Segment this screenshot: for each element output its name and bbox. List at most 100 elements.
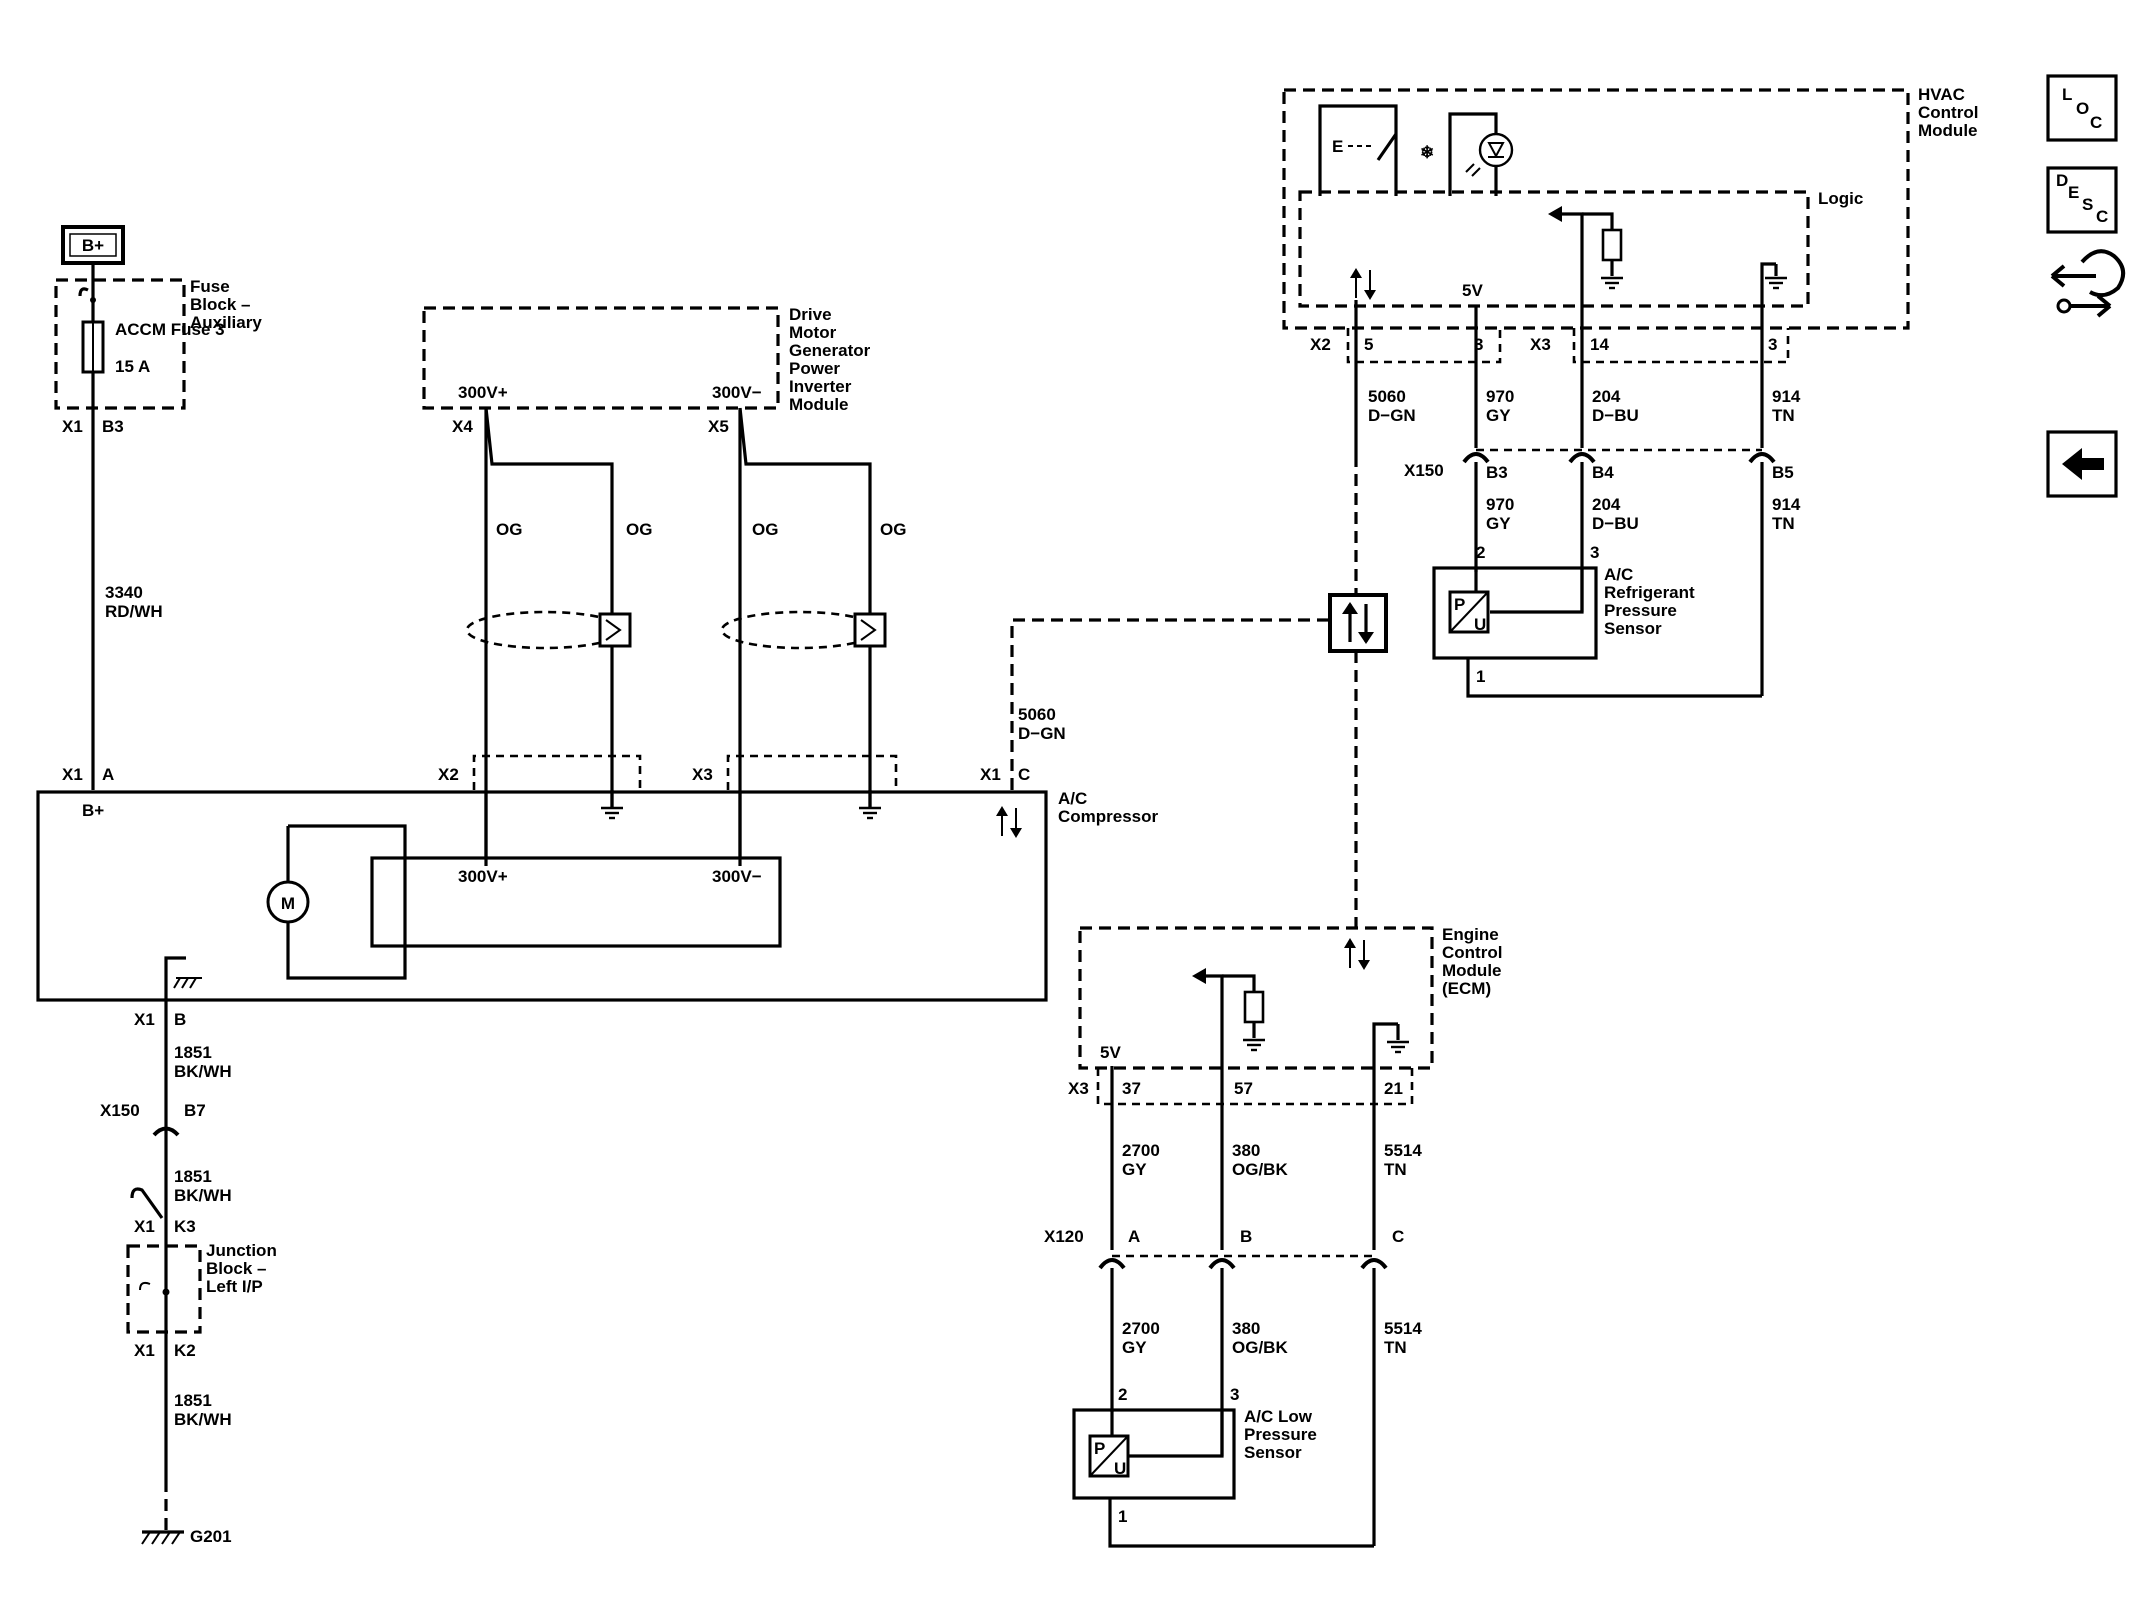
svg-text:BK/WH: BK/WH (174, 1410, 232, 1429)
svg-text:914: 914 (1772, 495, 1801, 514)
svg-text:GY: GY (1486, 406, 1511, 425)
svg-text:X150: X150 (100, 1101, 140, 1120)
svg-text:GY: GY (1122, 1338, 1147, 1357)
ground-g201: G201 (141, 1527, 232, 1546)
svg-text:1: 1 (1118, 1507, 1127, 1526)
svg-text:380: 380 (1232, 1141, 1260, 1160)
svg-text:B: B (1240, 1227, 1252, 1246)
svg-text:X1: X1 (134, 1010, 155, 1029)
svg-text:5514: 5514 (1384, 1319, 1422, 1338)
svg-text:D−GN: D−GN (1018, 724, 1066, 743)
svg-text:X120: X120 (1044, 1227, 1084, 1246)
svg-text:X150: X150 (1404, 461, 1444, 480)
svg-text:C: C (2090, 113, 2102, 132)
fuse-name: ACCM Fuse 3 (115, 320, 225, 339)
svg-text:D−BU: D−BU (1592, 514, 1639, 533)
svg-text:Logic: Logic (1818, 189, 1863, 208)
svg-text:1851: 1851 (174, 1167, 212, 1186)
svg-text:3: 3 (1768, 335, 1777, 354)
svg-text:OG: OG (752, 520, 778, 539)
svg-text:204: 204 (1592, 387, 1621, 406)
svg-text:3: 3 (1590, 543, 1599, 562)
svg-text:X3: X3 (1530, 335, 1551, 354)
svg-text:3: 3 (1474, 335, 1483, 354)
svg-text:C: C (1018, 765, 1030, 784)
svg-text:14: 14 (1590, 335, 1609, 354)
svg-text:X5: X5 (708, 417, 729, 436)
svg-text:C: C (1392, 1227, 1404, 1246)
svg-text:D: D (2056, 171, 2068, 190)
description-button[interactable]: D E S C (2046, 166, 2118, 234)
svg-text:OG/BK: OG/BK (1232, 1338, 1288, 1357)
arrow-left-icon (2062, 448, 2104, 480)
svg-text:57: 57 (1234, 1079, 1253, 1098)
svg-text:1851: 1851 (174, 1391, 212, 1410)
svg-text:BK/WH: BK/WH (174, 1186, 232, 1205)
svg-text:380: 380 (1232, 1319, 1260, 1338)
svg-text:GY: GY (1486, 514, 1511, 533)
fuse-rating: 15 A (115, 357, 150, 376)
svg-text:970: 970 (1486, 495, 1514, 514)
svg-text:U: U (1114, 1459, 1126, 1478)
back-button[interactable] (2046, 430, 2118, 498)
svg-text:GY: GY (1122, 1160, 1147, 1179)
svg-text:5V: 5V (1100, 1043, 1121, 1062)
svg-text:X2: X2 (1310, 335, 1331, 354)
data-arrows-icon (1350, 268, 1376, 300)
svg-text:C: C (2096, 207, 2108, 226)
svg-text:5060: 5060 (1368, 387, 1406, 406)
svg-text:1851: 1851 (174, 1043, 212, 1062)
svg-text:204: 204 (1592, 495, 1621, 514)
svg-text:TN: TN (1772, 406, 1795, 425)
svg-text:X3: X3 (692, 765, 713, 784)
svg-text:S: S (2082, 195, 2093, 214)
indicator-led-icon (1448, 112, 1514, 196)
svg-text:300V+: 300V+ (458, 383, 508, 402)
svg-text:OG: OG (880, 520, 906, 539)
svg-text:2700: 2700 (1122, 1319, 1160, 1338)
svg-text:B3: B3 (1486, 463, 1508, 482)
svg-text:5: 5 (1364, 335, 1373, 354)
wire-3340-color: RD/WH (105, 602, 163, 621)
svg-text:300V−: 300V− (712, 867, 762, 886)
svg-text:U: U (1474, 615, 1486, 634)
svg-text:E: E (1332, 137, 1343, 156)
ac-switch-icon: E ❄ (1318, 104, 1434, 196)
svg-text:5V: 5V (1462, 281, 1483, 300)
svg-text:3: 3 (1230, 1385, 1239, 1404)
svg-text:X1: X1 (62, 765, 83, 784)
svg-text:5060: 5060 (1018, 705, 1056, 724)
svg-text:TN: TN (1384, 1338, 1407, 1357)
location-button[interactable]: L O C (2046, 74, 2118, 142)
svg-text:37: 37 (1122, 1079, 1141, 1098)
svg-text:X1: X1 (134, 1341, 155, 1360)
motor-icon (266, 880, 310, 924)
svg-text:K2: K2 (174, 1341, 196, 1360)
svg-text:X3: X3 (1068, 1079, 1089, 1098)
svg-text:BK/WH: BK/WH (174, 1062, 232, 1081)
serial-data-gateway-icon (1328, 593, 1388, 653)
connector-view-icon[interactable] (2050, 249, 2126, 318)
svg-text:B+: B+ (82, 801, 104, 820)
svg-text:TN: TN (1772, 514, 1795, 533)
svg-text:B5: B5 (1772, 463, 1794, 482)
svg-text:2: 2 (1476, 543, 1485, 562)
svg-text:2: 2 (1118, 1385, 1127, 1404)
data-arrows-icon (996, 806, 1022, 838)
connector-x150-b7: X150 B7 (100, 1101, 206, 1137)
wire-og-shield-2 (738, 407, 872, 808)
svg-text:X1: X1 (980, 765, 1001, 784)
svg-text:X1: X1 (134, 1217, 155, 1236)
battery-positive-source: B+ (61, 225, 125, 265)
